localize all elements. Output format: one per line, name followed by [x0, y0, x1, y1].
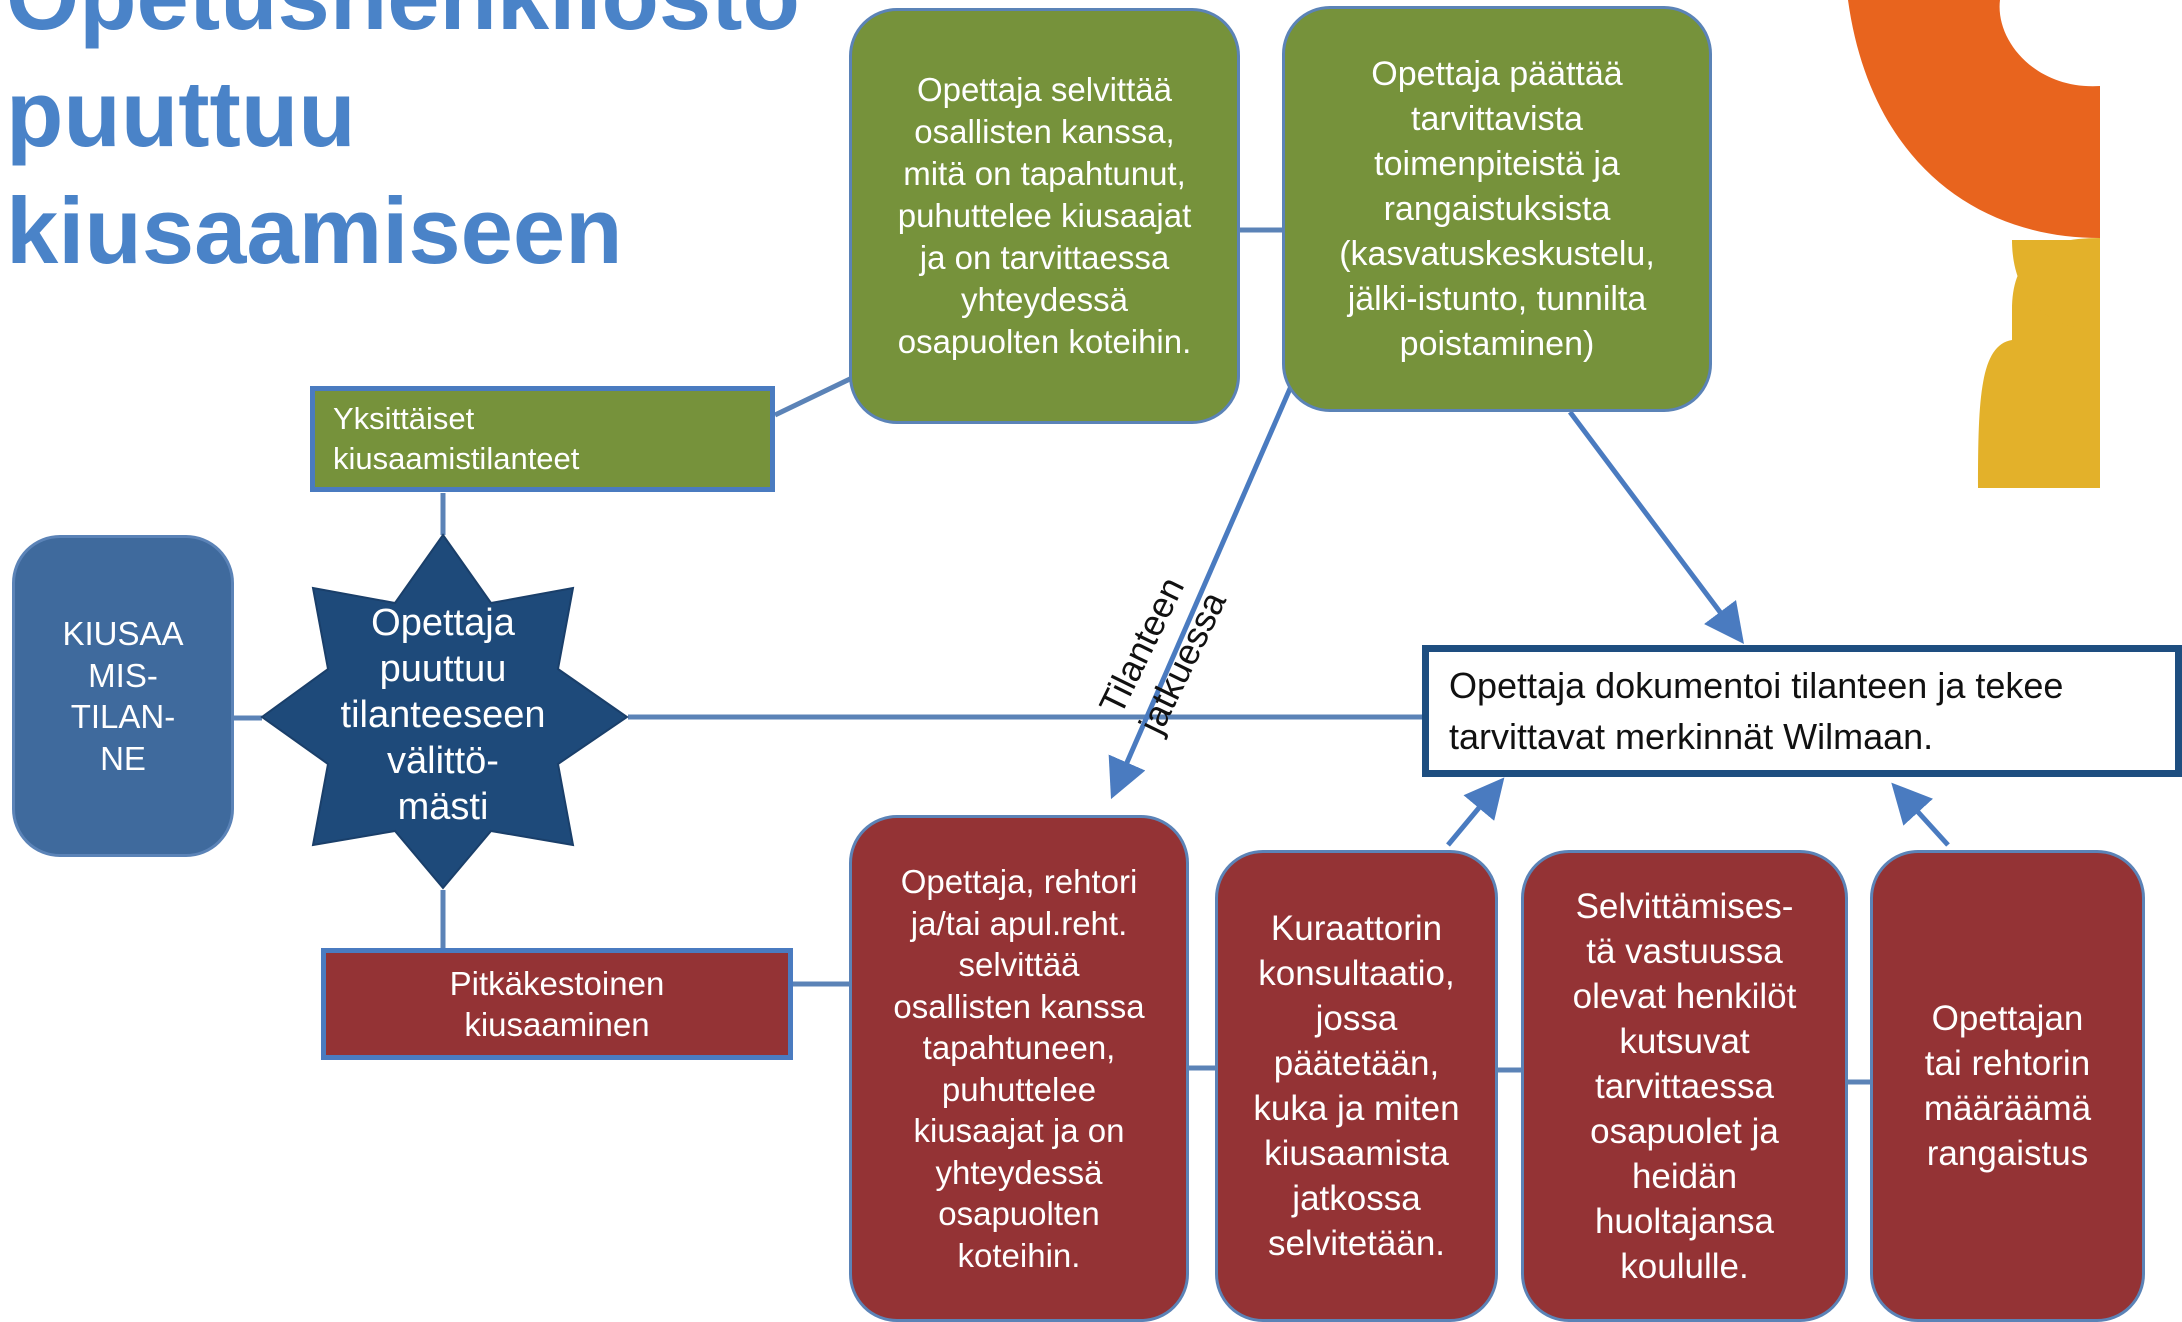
long-term-node: Pitkäkestoinen kiusaaminen — [321, 948, 793, 1060]
logo-yellow-arc-2 — [2012, 240, 2100, 330]
start-node: KIUSAA MIS- TILAN- NE — [12, 535, 234, 857]
arrow-decide-document — [1568, 410, 1744, 644]
page-title: Opetushenkilöstö puuttuu kiusaamiseen — [6, 0, 800, 283]
logo-orange-arc — [1848, 0, 2100, 238]
immediate-star-shape — [260, 533, 629, 890]
responsible-node: Selvittämises- tä vastuussa olevat henki… — [1521, 850, 1848, 1322]
curator-node: Kuraattorin konsultaatio, jossa päätetää… — [1215, 850, 1498, 1322]
connector-single-investigate — [773, 375, 854, 418]
immediate-node-label: Opettaja puuttuu tilanteeseen välittö- m… — [340, 602, 546, 828]
decide-node: Opettaja päättää tarvittavista toimenpit… — [1282, 6, 1712, 412]
principal-node: Opettaja, rehtori ja/tai apul.reht. selv… — [849, 815, 1189, 1322]
single-incidents-node: Yksittäiset kiusaamistilanteet — [310, 386, 775, 492]
arrow-curator-document — [1446, 777, 1505, 847]
arrow-punishment-document — [1891, 782, 1950, 847]
arrow-decide-principal — [1108, 383, 1295, 800]
investigate-node: Opettaja selvittää osallisten kanssa, mi… — [849, 8, 1240, 424]
punishment-node: Opettajan tai rehtorin määräämä rangaist… — [1870, 850, 2145, 1322]
document-node: Opettaja dokumentoi tilanteen ja tekee t… — [1422, 645, 2182, 777]
